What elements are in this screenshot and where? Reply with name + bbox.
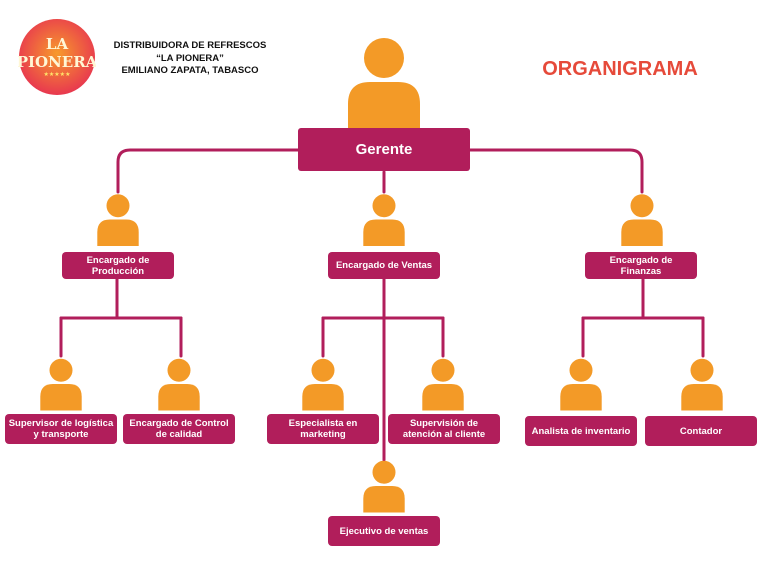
- node-label: Encargado de Control de calidad: [129, 418, 229, 440]
- company-name: DISTRIBUIDORA DE REFRESCOS “LA PIONERA” …: [100, 40, 280, 78]
- company-logo: LA PIONERA ★★★★★: [18, 19, 96, 95]
- node-gerente: Gerente: [298, 128, 470, 171]
- node-especialista-marketing: Especialista en marketing: [267, 414, 379, 444]
- person-icon-supervisor-logistica: [40, 358, 82, 411]
- person-icon-finanzas: [621, 194, 663, 246]
- node-label: Supervisión de atención al cliente: [402, 418, 486, 440]
- node-label: Analista de inventario: [531, 425, 631, 437]
- person-icon-gerente: [348, 38, 420, 128]
- node-analista-inventario: Analista de inventario: [525, 416, 637, 446]
- node-label: Especialista en marketing: [288, 418, 358, 440]
- company-line-1: DISTRIBUIDORA DE REFRESCOS: [113, 40, 267, 51]
- node-supervisor-logistica: Supervisor de logística y transporte: [5, 414, 117, 444]
- node-label: Supervisor de logística y transporte: [8, 418, 114, 440]
- person-icon-contador: [681, 358, 723, 411]
- node-ejecutivo-ventas: Ejecutivo de ventas: [328, 516, 440, 546]
- page-title: ORGANIGRAMA: [542, 58, 698, 80]
- person-icon-ventas: [363, 194, 405, 246]
- node-label: Contador: [679, 425, 723, 437]
- node-control-calidad: Encargado de Control de calidad: [123, 414, 235, 444]
- company-line-3: EMILIANO ZAPATA, TABASCO: [121, 65, 259, 76]
- person-icon-control-calidad: [158, 358, 200, 411]
- node-contador: Contador: [645, 416, 757, 446]
- svg-text:PIONERA: PIONERA: [18, 53, 96, 71]
- company-line-2: “LA PIONERA”: [156, 52, 224, 64]
- person-icon-analista-inventario: [560, 358, 602, 411]
- node-supervision-atencion: Supervisión de atención al cliente: [388, 414, 500, 444]
- node-encargado-finanzas: Encargado de Finanzas: [585, 252, 697, 279]
- svg-text:LA: LA: [46, 35, 69, 53]
- node-label: Encargado de Ventas: [335, 260, 433, 271]
- node-encargado-ventas: Encargado de Ventas: [328, 252, 440, 279]
- node-encargado-produccion: Encargado de Producción: [62, 252, 174, 279]
- person-icon-atencion-cliente: [422, 358, 464, 411]
- node-label: Ejecutivo de ventas: [339, 525, 429, 537]
- person-icon-produccion: [97, 194, 139, 246]
- svg-text:★★★★★: ★★★★★: [44, 71, 71, 78]
- person-icon-ejecutivo-ventas: [363, 460, 405, 513]
- person-icon-marketing: [302, 358, 344, 411]
- node-label: Encargado de Producción: [86, 254, 150, 277]
- node-label: Gerente: [355, 140, 413, 158]
- node-label: Encargado de Finanzas: [609, 254, 673, 277]
